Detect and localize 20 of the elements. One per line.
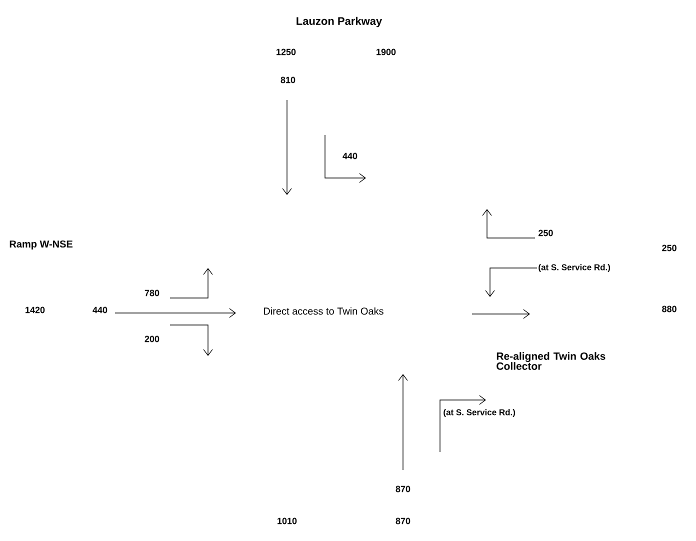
note-label: (at S. Service Rd.) <box>538 264 610 272</box>
road-label: Re-aligned Twin Oaks Collector <box>496 352 606 370</box>
volume-label: 880 <box>662 306 676 312</box>
volume-label: 1420 <box>26 306 45 314</box>
road-label: Lauzon Parkway <box>296 16 382 28</box>
volume-label: 440 <box>342 152 358 160</box>
volume-label: 1010 <box>278 518 297 524</box>
volume-label: 810 <box>280 76 296 84</box>
volume-label: 1250 <box>276 48 296 56</box>
volume-label: 250 <box>538 230 553 236</box>
road-label: Ramp W-NSE <box>10 240 72 250</box>
volume-label: 870 <box>396 518 410 524</box>
volume-label: 200 <box>144 336 160 342</box>
volume-label: 870 <box>396 486 410 492</box>
volume-label: 1900 <box>376 48 396 56</box>
road-label: Direct access to Twin Oaks <box>264 307 384 315</box>
volume-label: 250 <box>662 244 676 252</box>
note-label: (at S. Service Rd.) <box>444 409 516 417</box>
volume-label: 440 <box>92 306 108 314</box>
volume-label: 780 <box>144 290 160 296</box>
